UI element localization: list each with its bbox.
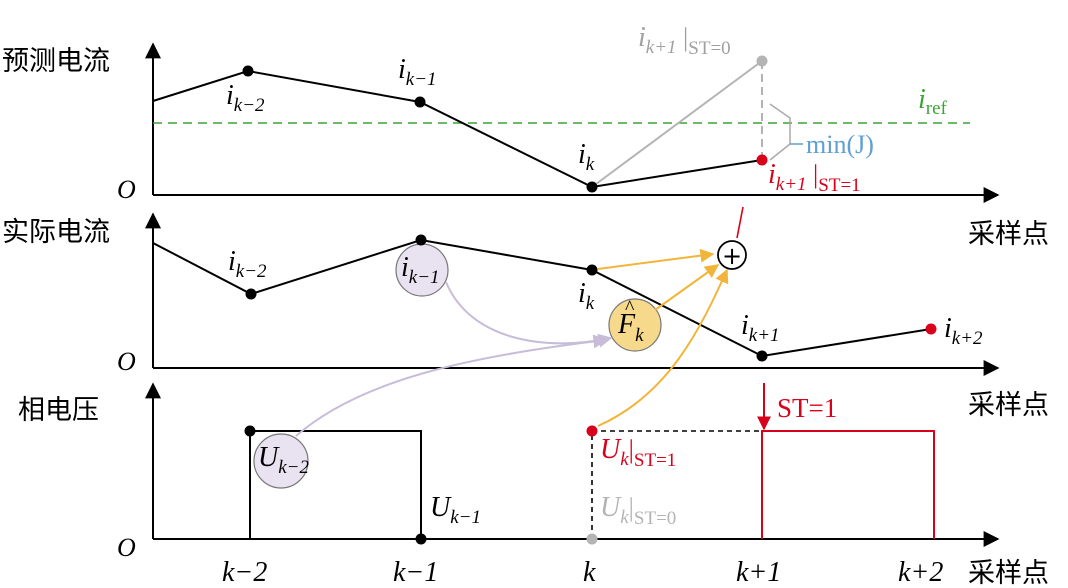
act-point-k+1 xyxy=(756,350,768,362)
volt-label-uk-st1: Uk|ST=1 xyxy=(600,434,676,471)
summing-plus: + xyxy=(722,242,742,270)
tick-k-1: k−1 xyxy=(393,557,438,588)
tick-k-2: k−2 xyxy=(222,557,267,588)
voltage-xaxis-label: 采样点 xyxy=(968,558,1049,588)
f-hat-circle xyxy=(608,298,662,352)
volt-point-k-st0 xyxy=(586,533,598,545)
pred-point-k xyxy=(586,181,598,193)
arrow-fhat-to-sum xyxy=(654,264,720,311)
arrow-uk-2-to-fhat xyxy=(295,334,608,437)
volt-label-uk-2: Uk−2 xyxy=(258,442,309,478)
actual-current-trace xyxy=(152,238,932,358)
arrow-uk-to-sum xyxy=(597,268,729,427)
pred-point-st1 xyxy=(756,154,768,166)
f-hat-label: Fk xyxy=(617,309,644,346)
actual-origin: O xyxy=(117,347,136,376)
pred-label-st1: ik+1 |ST=1 xyxy=(768,159,861,196)
pred-label-ik-1: ik−1 xyxy=(398,54,437,90)
voltage-origin: O xyxy=(117,533,136,562)
pred-label-ik-2: ik−2 xyxy=(226,80,265,116)
pred-point-k-2 xyxy=(242,65,254,77)
act-label-ik: ik xyxy=(578,278,595,314)
pred-label-st0: ik+1 |ST=0 xyxy=(638,22,731,59)
tick-k+2: k+2 xyxy=(898,557,943,588)
tick-k+1: k+1 xyxy=(736,557,781,588)
voltage-ylabel: 相电压 xyxy=(18,395,99,426)
uk-2-highlight-circle xyxy=(253,433,309,489)
voltage-pulse-st1 xyxy=(761,430,935,539)
arrow-ik-to-sum xyxy=(597,248,715,270)
min-j-bracket xyxy=(769,103,791,161)
actual-current-panel: 实际电流 O Fk ^ + ik−2 ik−1 ik xyxy=(2,206,1049,421)
volt-point-k-1 xyxy=(415,533,427,545)
act-label-ik+1: ik+1 xyxy=(741,310,780,346)
f-hat-caret: ^ xyxy=(625,297,635,319)
volt-label-uk-st0: Uk|ST=0 xyxy=(600,492,676,529)
pred-point-k-1 xyxy=(414,96,426,108)
pred-label-ik: ik xyxy=(578,139,595,175)
actual-current-ylabel: 实际电流 xyxy=(2,217,110,248)
act-label-ik+2: ik+2 xyxy=(944,313,983,349)
voltage-pulse-k-2 xyxy=(249,430,422,539)
min-j-label: min(J) xyxy=(806,130,874,159)
act-label-ik-1: ik−1 xyxy=(401,252,440,288)
act-point-k xyxy=(586,264,598,276)
phase-voltage-panel: 相电压 O ST=1 Uk−2 Uk−1 Uk|ST=1 Uk|ST=0 采样 xyxy=(18,268,1049,588)
act-point-k+2 xyxy=(925,323,937,335)
predicted-current-panel: 预测电流 O iref min(J) ik−2 ik−1 ik xyxy=(2,22,1049,250)
volt-label-uk-1: Uk−1 xyxy=(430,492,481,528)
act-label-ik-2: ik−2 xyxy=(228,246,267,282)
tick-labels: k−2 k−1 k k+1 k+2 xyxy=(222,557,943,588)
act-point-k-1 xyxy=(415,234,427,246)
summing-output-red xyxy=(736,206,744,239)
act-point-k-2 xyxy=(245,288,257,300)
prediction-st0-line xyxy=(591,60,763,188)
tick-k: k xyxy=(583,557,596,588)
pred-point-st0 xyxy=(756,55,768,67)
predicted-xaxis-label: 采样点 xyxy=(968,219,1049,250)
st1-label: ST=1 xyxy=(777,393,837,423)
predicted-origin: O xyxy=(117,175,136,204)
volt-point-k-st1 xyxy=(586,425,598,437)
volt-point-k-2 xyxy=(244,425,256,437)
summing-junction xyxy=(717,240,747,270)
actual-xaxis-label: 采样点 xyxy=(968,390,1049,421)
i-ref-label: iref xyxy=(918,84,948,119)
predicted-current-ylabel: 预测电流 xyxy=(2,46,110,77)
